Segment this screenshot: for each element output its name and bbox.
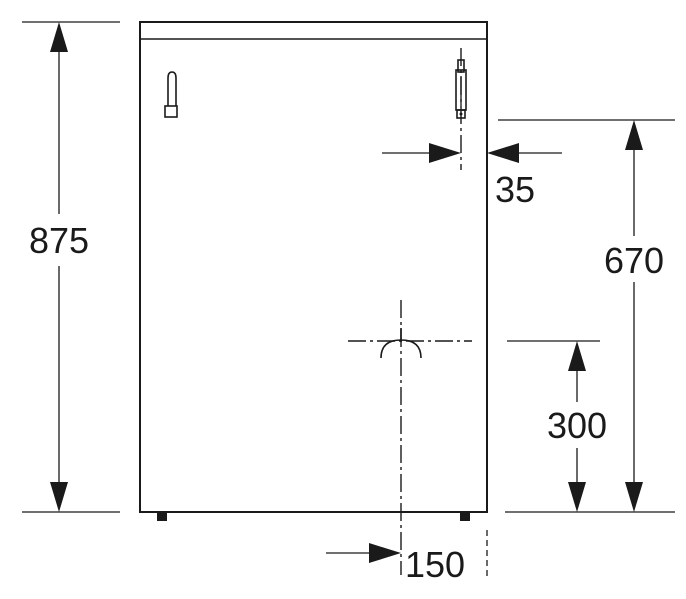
dimension-35-label: 35 [495,169,535,210]
left-foot [157,512,167,521]
dimension-875-label: 875 [29,220,89,261]
dimension-875: 875 [14,21,120,513]
dimension-150: 150 [326,530,488,585]
left-hook-icon [164,71,178,118]
dimension-670: 670 [498,119,675,513]
dimension-300-label: 300 [547,405,607,446]
center-axes [348,48,472,575]
right-foot [460,512,470,521]
dimension-35: 35 [382,143,562,210]
appliance-body [139,21,488,521]
dimension-150-label: 150 [405,544,465,585]
dimension-670-label: 670 [604,240,664,281]
dimension-300: 300 [507,340,616,512]
cabinet-outline [139,21,488,513]
